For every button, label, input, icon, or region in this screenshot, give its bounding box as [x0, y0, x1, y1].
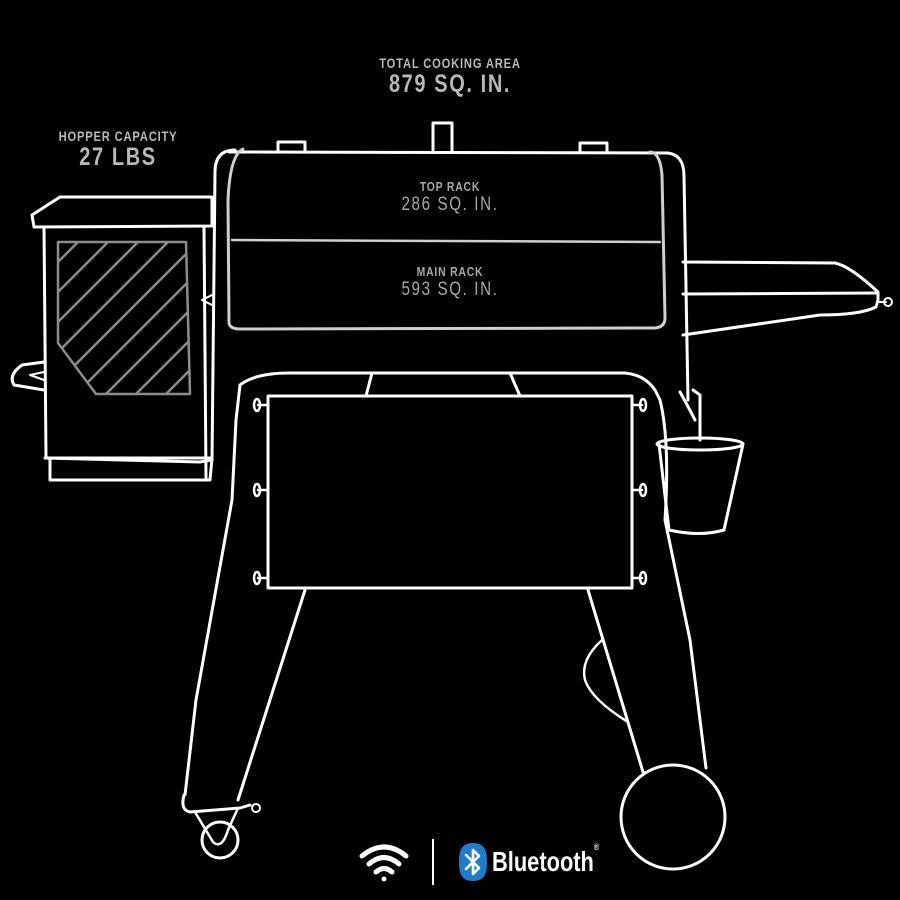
bluetooth-label: Bluetooth®	[492, 842, 599, 878]
cart-frame	[43, 371, 727, 871]
hopper-capacity-label: HOPPER CAPACITY 27 LBS	[30, 128, 206, 170]
main-rack-value: 593 SQ. IN.	[401, 279, 499, 300]
hopper-capacity-value: 27 LBS	[79, 143, 157, 171]
total-cooking-area-label: TOTAL COOKING AREA 879 SQ. IN.	[330, 55, 570, 97]
divider	[432, 839, 434, 885]
main-rack-label: MAIN RACK 593 SQ. IN.	[370, 264, 530, 301]
hopper-window	[56, 240, 192, 396]
grill-barrel	[201, 121, 690, 462]
top-rack-label: TOP RACK 286 SQ. IN.	[370, 179, 530, 216]
hopper	[10, 195, 214, 482]
top-rack-title: TOP RACK	[419, 179, 481, 194]
wifi-icon	[359, 844, 409, 882]
panel-bolts	[252, 397, 648, 586]
connectivity-footer: Bluetooth®	[358, 838, 629, 886]
bluetooth-text: Bluetooth	[492, 846, 594, 877]
registered-mark: ®	[593, 842, 600, 852]
hopper-capacity-title: HOPPER CAPACITY	[58, 128, 178, 144]
total-cooking-area-title: TOTAL COOKING AREA	[379, 55, 521, 71]
main-rack-title: MAIN RACK	[416, 264, 484, 279]
grease-bucket	[655, 388, 745, 535]
side-shelf	[681, 260, 893, 337]
top-rack-value: 286 SQ. IN.	[401, 194, 499, 215]
total-cooking-area-value: 879 SQ. IN.	[388, 70, 512, 98]
bluetooth-icon	[459, 843, 487, 881]
